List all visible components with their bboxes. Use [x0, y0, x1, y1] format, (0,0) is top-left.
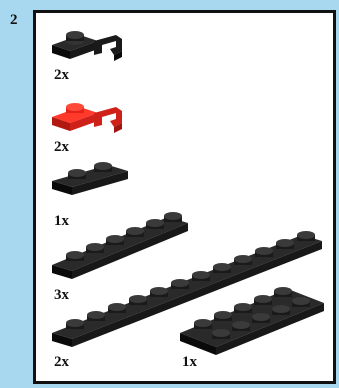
parts-list-panel: 2x 2x 1x 3x [33, 10, 336, 384]
plate-2x6-icon [180, 287, 324, 355]
plate-1x2-icon [52, 162, 128, 195]
plate-1x12-icon [52, 231, 322, 347]
quantity-label: 2x [54, 354, 69, 370]
quantity-label: 3x [54, 287, 69, 303]
step-number: 2 [10, 12, 18, 28]
plate-1x6-icon [52, 212, 188, 279]
quantity-label: 2x [54, 139, 69, 155]
quantity-label: 2x [54, 67, 69, 83]
quantity-label: 1x [54, 213, 69, 229]
quantity-label: 1x [182, 354, 197, 370]
black-clip-plate-icon [52, 31, 122, 61]
red-clip-plate-icon [52, 103, 122, 133]
